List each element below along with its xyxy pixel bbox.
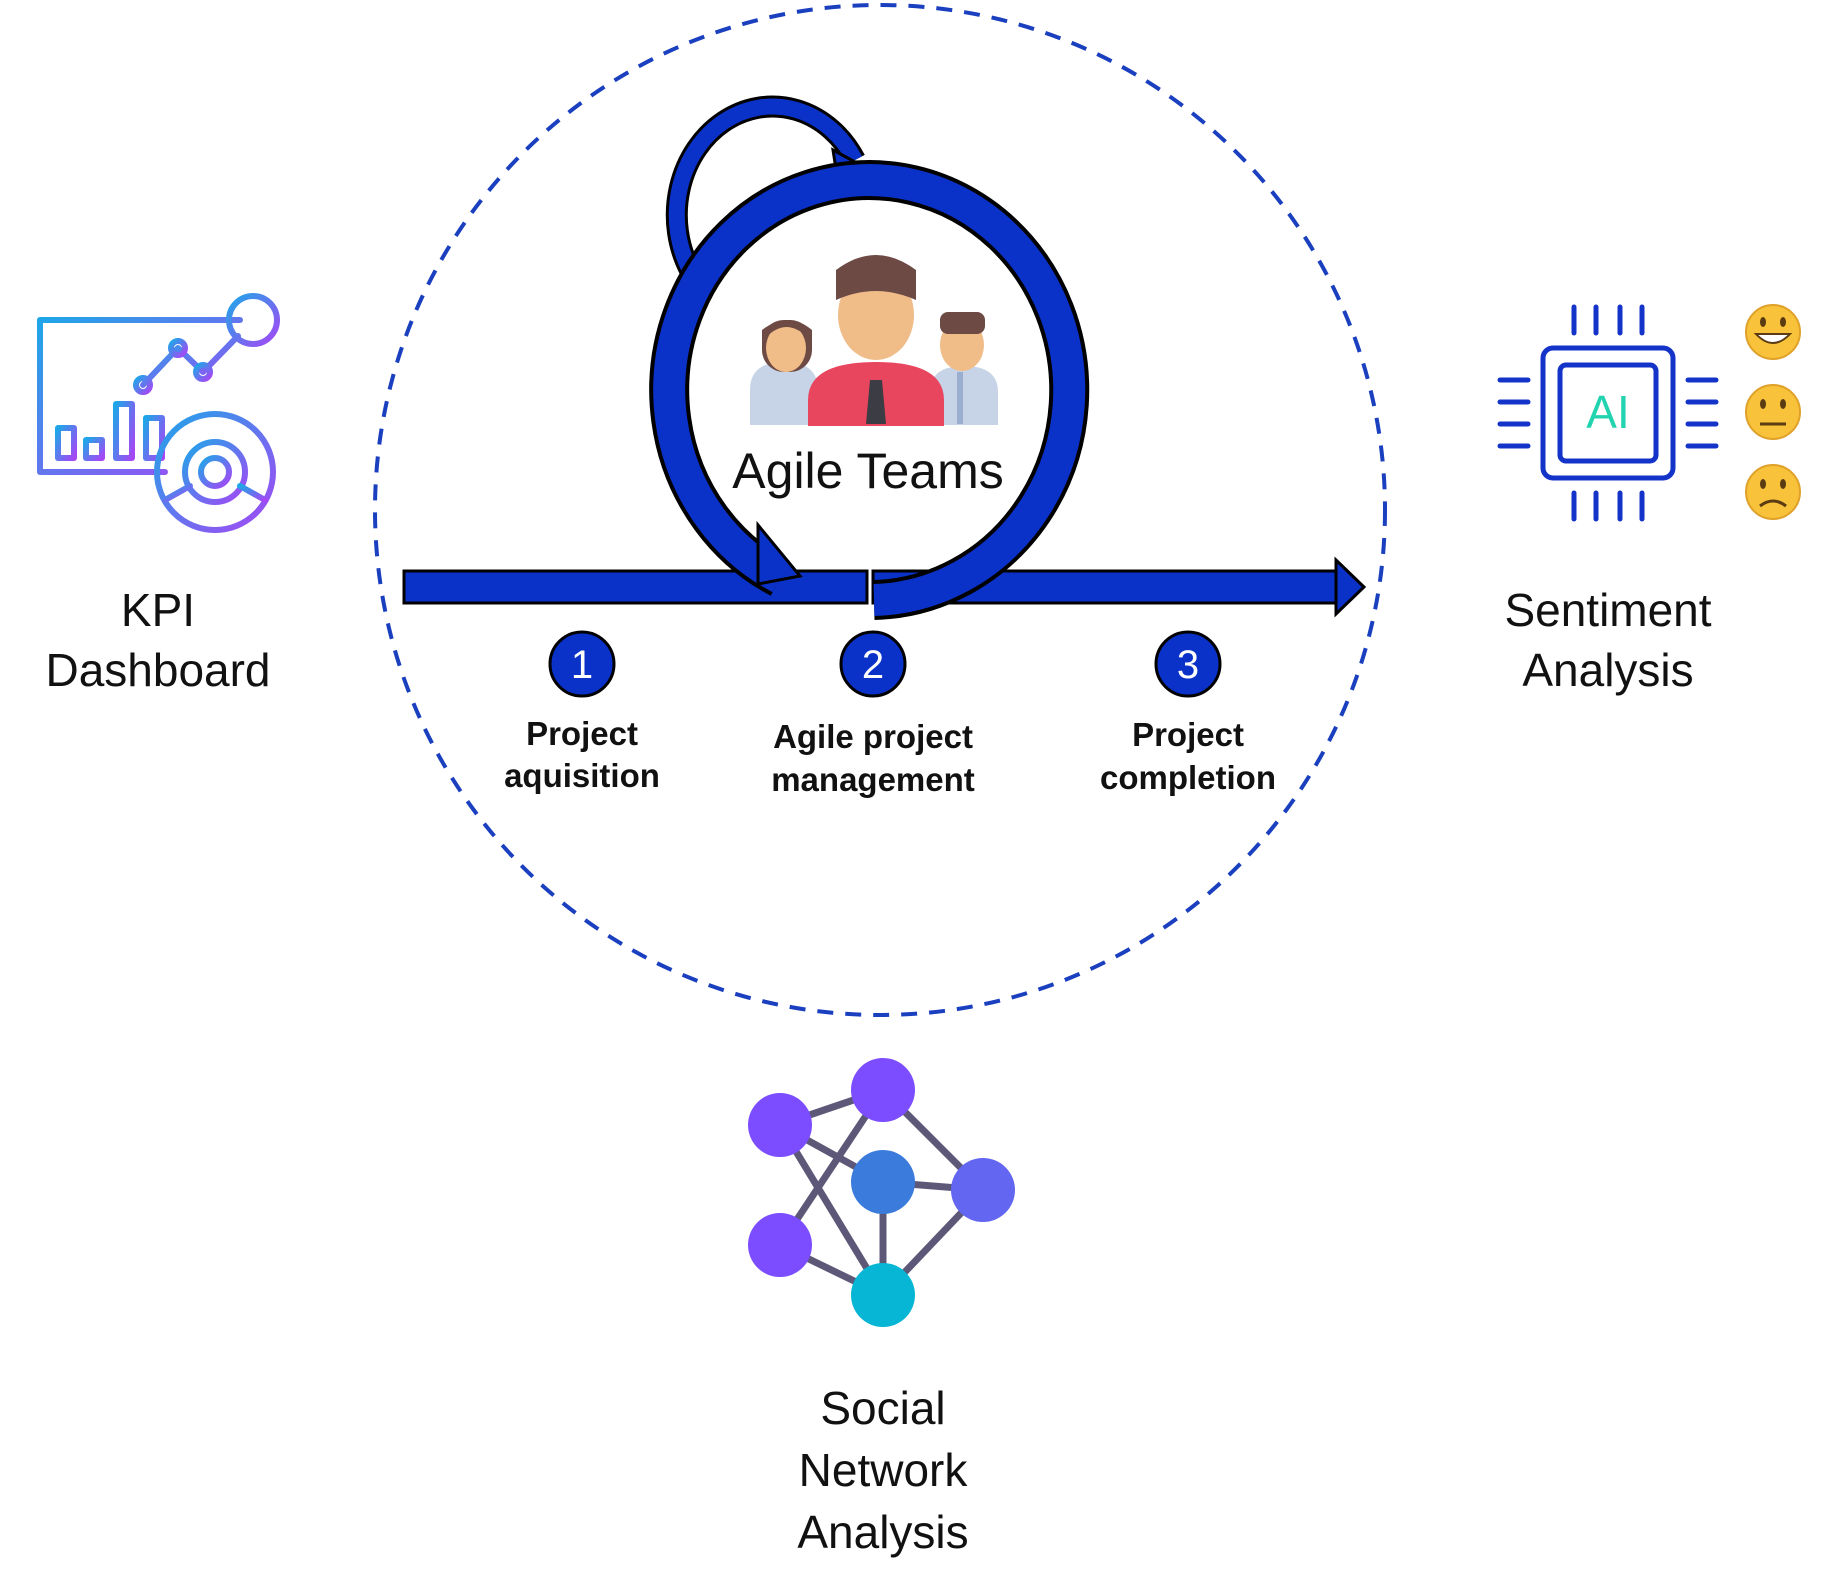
- agile-loop-circle: [649, 160, 1090, 620]
- step-1-label-line2: aquisition: [504, 757, 660, 794]
- network-node: [951, 1158, 1015, 1222]
- kpi-label-line1: KPI: [121, 584, 195, 636]
- dashed-boundary-circle: [373, 3, 1387, 1017]
- step-1-badge: [548, 630, 616, 698]
- step-3-label-line2: completion: [1100, 759, 1276, 796]
- step-3-label-line1: Project: [1132, 716, 1244, 753]
- sna-label-line3: Analysis: [797, 1506, 968, 1558]
- kpi-label-line2: Dashboard: [45, 644, 270, 696]
- step-2: 2 Agile project management: [771, 630, 975, 798]
- step-2-badge: [839, 630, 907, 698]
- network-graph-icon: [748, 1058, 1015, 1327]
- sentiment-label-line1: Sentiment: [1504, 584, 1711, 636]
- sad-face-icon: [1745, 464, 1801, 520]
- step-1-number: 1: [571, 643, 593, 687]
- network-node: [748, 1093, 812, 1157]
- step-2-number: 2: [862, 643, 884, 687]
- step-1-label-line1: Project: [526, 715, 638, 752]
- neutral-face-icon: [1745, 384, 1801, 440]
- ai-chip-icon: [1497, 304, 1719, 522]
- sna-label-line1: Social: [820, 1382, 945, 1434]
- agile-teams-title: Agile Teams: [732, 443, 1003, 499]
- agile-team-icon: [750, 255, 998, 426]
- sentiment-label-line2: Analysis: [1522, 644, 1693, 696]
- kpi-dashboard-icon: [37, 293, 280, 533]
- happy-face-icon: [1745, 304, 1801, 360]
- network-node: [851, 1263, 915, 1327]
- step-3: 3 Project completion: [1100, 630, 1276, 796]
- step-2-label-line2: management: [771, 761, 975, 798]
- step-1: 1 Project aquisition: [504, 630, 660, 794]
- step-3-badge: [1154, 630, 1222, 698]
- network-node: [748, 1213, 812, 1277]
- step-3-number: 3: [1177, 643, 1199, 687]
- ai-chip-text: AI: [1586, 386, 1629, 438]
- sna-label-line2: Network: [799, 1444, 969, 1496]
- step-2-label-line1: Agile project: [773, 718, 973, 755]
- network-node: [851, 1058, 915, 1122]
- network-node: [851, 1150, 915, 1214]
